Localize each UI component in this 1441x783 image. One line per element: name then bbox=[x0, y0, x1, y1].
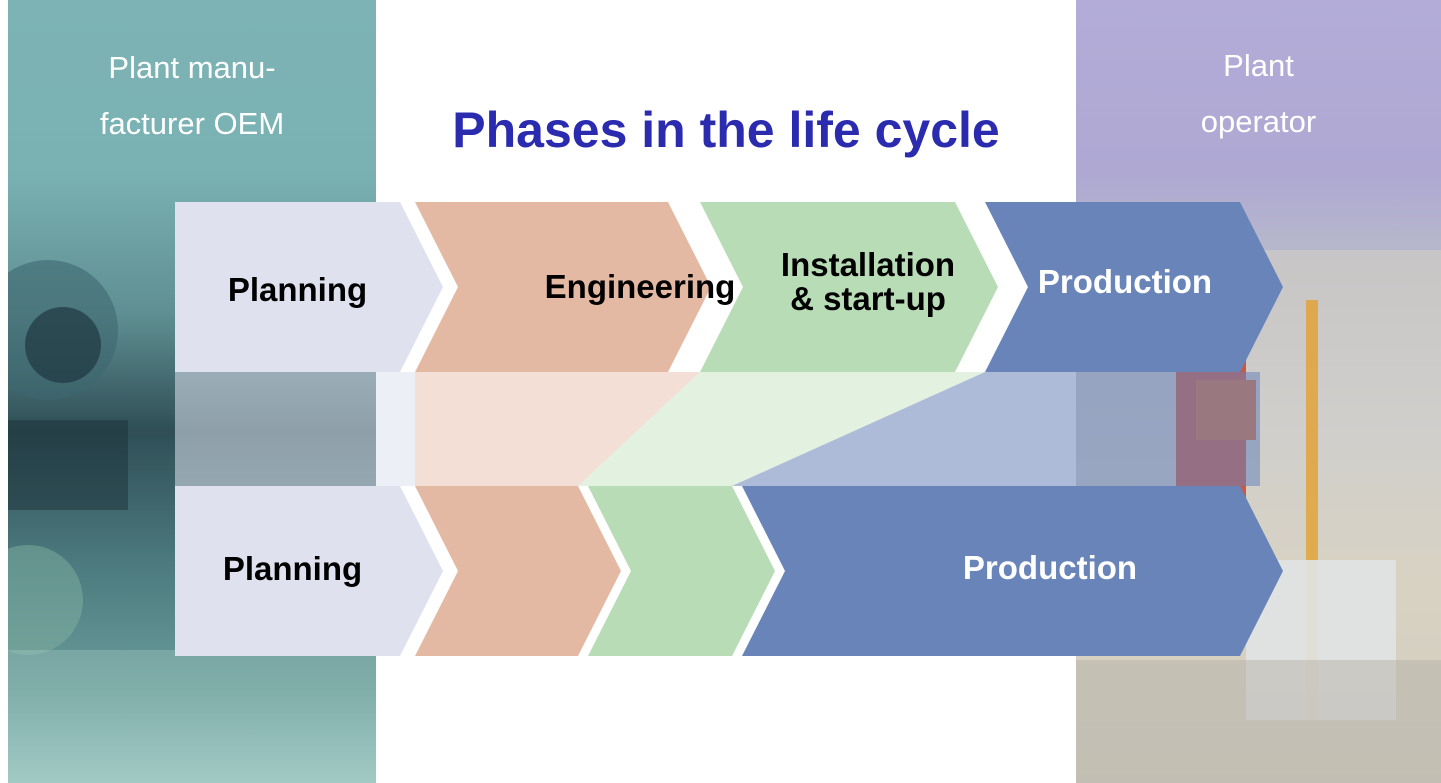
engineering-transition-band bbox=[415, 372, 700, 486]
top-production-chevron bbox=[985, 202, 1283, 372]
bottom-planning-chevron bbox=[175, 486, 443, 656]
oem-label: Plant manu- facturer OEM bbox=[99, 50, 285, 141]
bottom-installation-chevron bbox=[588, 486, 775, 656]
top-planning-label: Planning bbox=[227, 271, 368, 308]
top-engineering-chevron bbox=[415, 202, 711, 372]
bottom-engineering-chevron bbox=[415, 486, 621, 656]
production-transition-band bbox=[732, 372, 1260, 486]
top-installation-label: Installation & start-up bbox=[780, 246, 956, 317]
bottom-planning-label: Planning bbox=[222, 550, 363, 587]
page-title: Phases in the life cycle bbox=[452, 102, 1000, 158]
top-installation-chevron bbox=[700, 202, 998, 372]
bottom-production-label: Production bbox=[962, 549, 1138, 586]
top-production-label: Production bbox=[1037, 263, 1213, 300]
installation-transition-band bbox=[578, 372, 985, 486]
machinery-photo bbox=[8, 260, 376, 783]
top-planning-chevron bbox=[175, 202, 443, 372]
bottom-production-chevron bbox=[742, 486, 1283, 656]
operator-label: Plant operator bbox=[1200, 48, 1317, 139]
planning-transition-band bbox=[175, 372, 415, 486]
top-engineering-label: Engineering bbox=[544, 268, 736, 305]
